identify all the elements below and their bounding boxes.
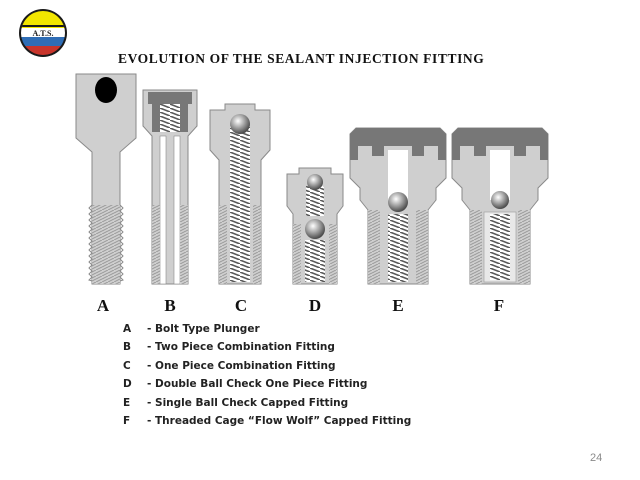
company-logo: A.T.S. [19, 9, 67, 57]
legend-key: D [123, 378, 132, 391]
fitting-label-c: C [234, 296, 248, 315]
svg-text:A.T.S.: A.T.S. [33, 29, 54, 38]
legend-item: C - One Piece Combination Fitting [123, 360, 411, 378]
fitting-b [142, 89, 198, 285]
legend-item: F - Threaded Cage “Flow Wolf” Capped Fit… [123, 415, 411, 433]
slide-title: EVOLUTION OF THE SEALANT INJECTION FITTI… [118, 51, 485, 66]
legend-key: F [123, 414, 131, 427]
legend-key: C [123, 359, 131, 372]
fitting-d [286, 167, 344, 285]
fitting-f [451, 127, 549, 285]
fitting-e [349, 127, 447, 285]
legend-key: A [123, 323, 132, 335]
fitting-legend: A - Bolt Type Plunger B - Two Piece Comb… [123, 323, 411, 433]
legend-description: - Threaded Cage “Flow Wolf” Capped Fitti… [147, 414, 412, 427]
fitting-a [75, 73, 137, 285]
legend-description: - Two Piece Combination Fitting [147, 341, 335, 354]
legend-description: - One Piece Combination Fitting [147, 359, 336, 372]
fitting-c [209, 103, 271, 285]
fitting-label-f: F [493, 296, 505, 315]
fitting-label-d: D [308, 296, 322, 315]
legend-key: E [123, 396, 131, 409]
page-number: 24 [590, 452, 603, 464]
legend-item: B - Two Piece Combination Fitting [123, 341, 411, 359]
legend-description: - Double Ball Check One Piece Fitting [147, 378, 368, 391]
legend-item: E - Single Ball Check Capped Fitting [123, 397, 411, 415]
legend-item: D - Double Ball Check One Piece Fitting [123, 378, 411, 396]
fitting-label-b: B [164, 296, 176, 315]
fitting-label-a: A [96, 296, 110, 315]
fitting-label-e: E [392, 296, 404, 315]
legend-item: A - Bolt Type Plunger [123, 323, 411, 341]
legend-description: - Bolt Type Plunger [147, 323, 260, 335]
legend-key: B [123, 341, 132, 354]
legend-description: - Single Ball Check Capped Fitting [147, 396, 349, 409]
